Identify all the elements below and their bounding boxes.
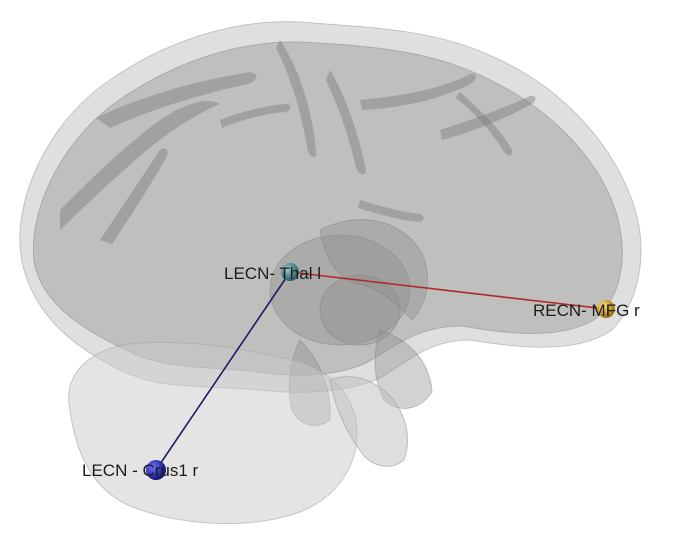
cerebellum-surface	[68, 341, 358, 524]
brainstem-surface	[329, 376, 408, 467]
edge-thal-mfg	[289, 271, 607, 310]
brain-sulci	[60, 40, 536, 244]
label-lecn-thal: LECN- Thal l	[224, 264, 321, 283]
edge-thal-crus	[155, 271, 291, 471]
node-lecn-crus1[interactable]	[146, 460, 166, 480]
label-recn-mfg: RECN- MFG r	[533, 301, 640, 320]
node-lecn-thal[interactable]	[281, 263, 299, 281]
label-lecn-crus1: LECN - Crus1 r	[82, 461, 199, 480]
node-recn-mfg[interactable]	[597, 300, 615, 318]
